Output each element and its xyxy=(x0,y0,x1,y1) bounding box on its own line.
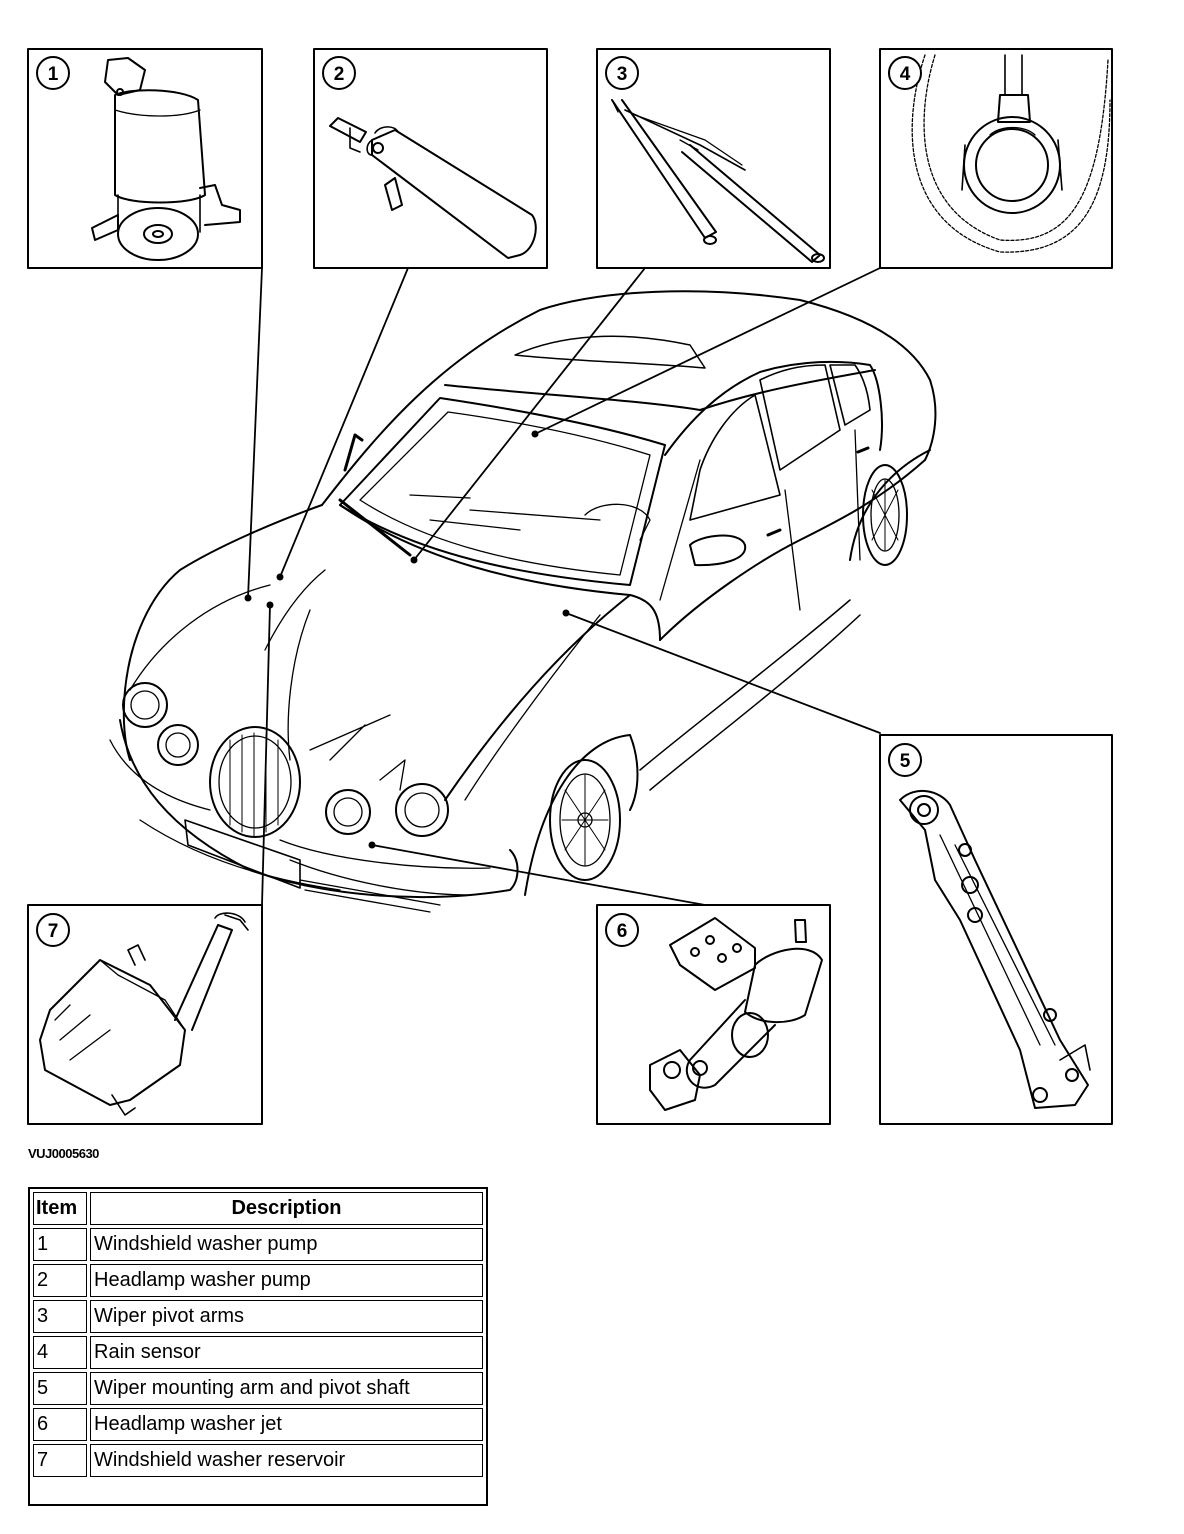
legend-item-number: 6 xyxy=(33,1408,87,1441)
vehicle-illustration xyxy=(109,290,937,913)
legend-row: 6 Headlamp washer jet xyxy=(33,1408,483,1441)
legend-item-description: Wiper mounting arm and pivot shaft xyxy=(90,1372,483,1405)
legend-table: Item Description 1 Windshield washer pum… xyxy=(28,1187,488,1506)
detail-box-4 xyxy=(879,48,1113,269)
legend-row: 4 Rain sensor xyxy=(33,1336,483,1369)
detail-box-1 xyxy=(27,48,263,269)
legend-item-number: 5 xyxy=(33,1372,87,1405)
leader-lines xyxy=(247,267,881,906)
legend-item-number: 2 xyxy=(33,1264,87,1297)
legend-row: 7 Windshield washer reservoir xyxy=(33,1444,483,1477)
detail-box-5 xyxy=(879,734,1113,1125)
callout-4: 4 xyxy=(900,64,911,85)
legend-item-number: 3 xyxy=(33,1300,87,1333)
callout-2: 2 xyxy=(334,64,345,85)
detail-box-6 xyxy=(596,904,831,1125)
legend-item-description: Rain sensor xyxy=(90,1336,483,1369)
legend-row: 2 Headlamp washer pump xyxy=(33,1264,483,1297)
callout-5: 5 xyxy=(900,751,911,772)
detail-box-2 xyxy=(313,48,548,269)
legend-row: 1 Windshield washer pump xyxy=(33,1228,483,1261)
legend-item-description: Windshield washer pump xyxy=(90,1228,483,1261)
callout-1: 1 xyxy=(48,64,59,85)
figure-id: VUJ0005630 xyxy=(28,1146,99,1161)
detail-box-7 xyxy=(27,904,263,1125)
callouts xyxy=(36,56,922,947)
legend-row: 5 Wiper mounting arm and pivot shaft xyxy=(33,1372,483,1405)
legend-header-row: Item Description xyxy=(33,1192,483,1225)
callout-7: 7 xyxy=(48,921,59,942)
callout-6: 6 xyxy=(617,921,628,942)
legend-item-number: 1 xyxy=(33,1228,87,1261)
legend-item-description: Windshield washer reservoir xyxy=(90,1444,483,1477)
legend-item-description: Headlamp washer pump xyxy=(90,1264,483,1297)
callout-3: 3 xyxy=(617,64,628,85)
legend-item-description: Headlamp washer jet xyxy=(90,1408,483,1441)
legend-row: 3 Wiper pivot arms xyxy=(33,1300,483,1333)
legend-item-number: 7 xyxy=(33,1444,87,1477)
component-location-diagram: 1 2 3 4 5 6 7 xyxy=(27,48,1113,1125)
legend-header-description: Description xyxy=(90,1192,483,1225)
legend-header-item: Item xyxy=(33,1192,87,1225)
legend-item-number: 4 xyxy=(33,1336,87,1369)
leader-dots xyxy=(244,430,570,849)
detail-box-3 xyxy=(596,48,831,269)
legend-item-description: Wiper pivot arms xyxy=(90,1300,483,1333)
